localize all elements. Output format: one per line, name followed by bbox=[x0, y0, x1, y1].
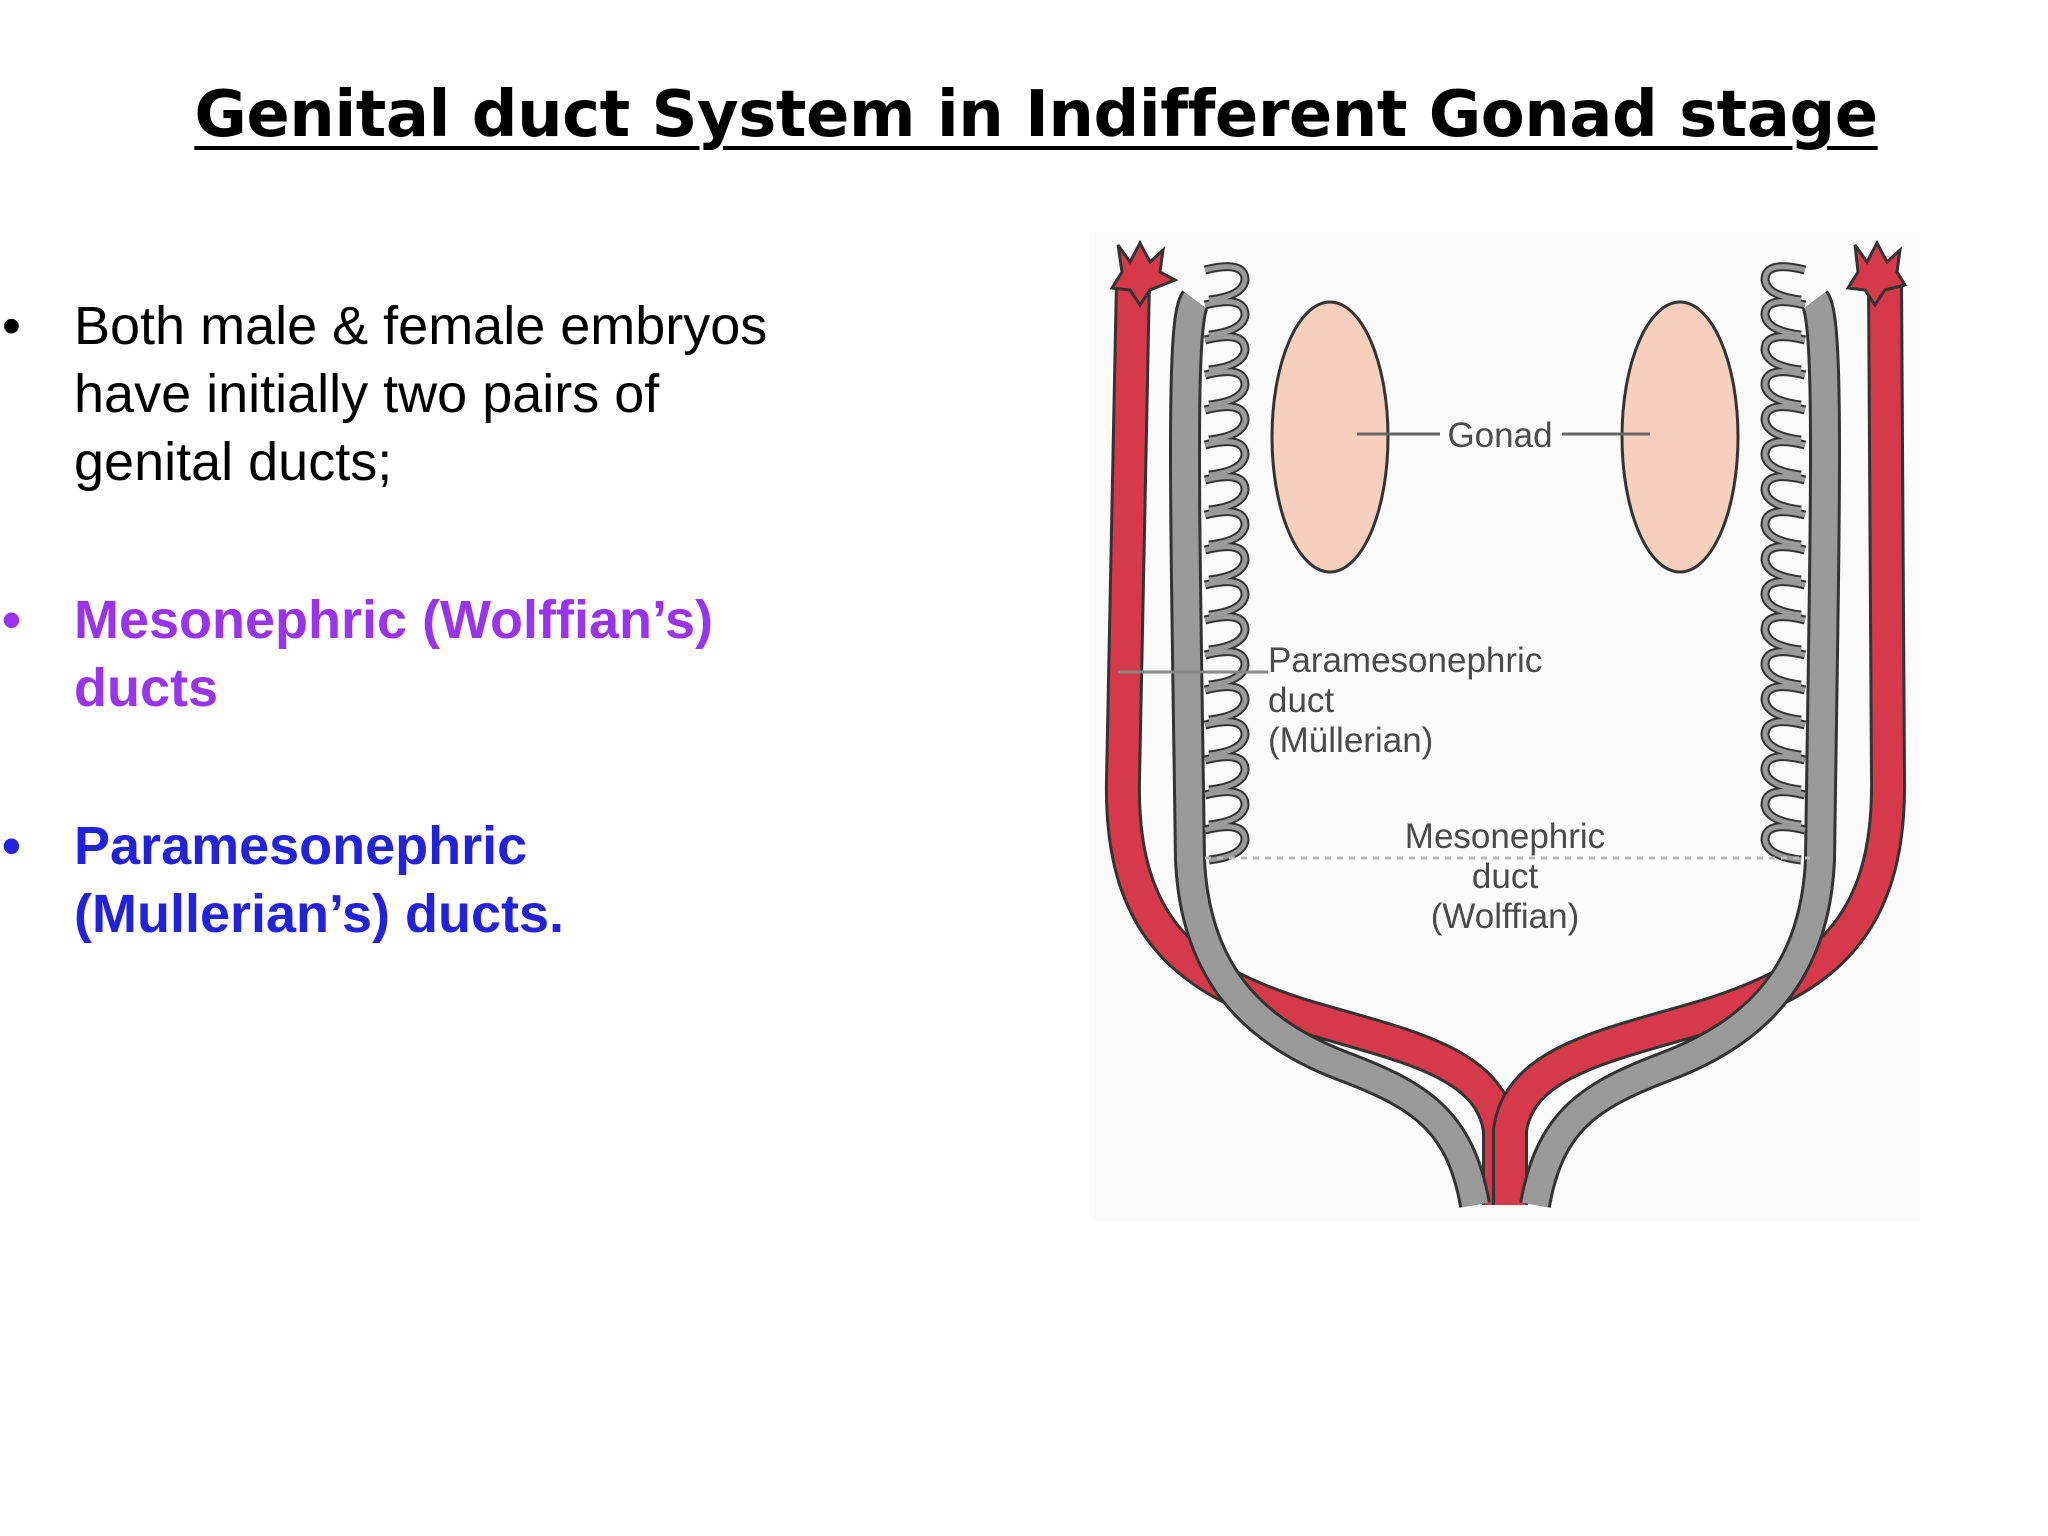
left-red-fimbria bbox=[1109, 239, 1179, 308]
right-red-duct-fill bbox=[1495, 279, 1904, 1205]
left-tubules-fill bbox=[1204, 264, 1248, 863]
paramesonephric-label-line3: (Müllerian) bbox=[1268, 721, 1433, 760]
left-red-duct-fill bbox=[1107, 279, 1515, 1205]
left-gray-duct-fill bbox=[1172, 292, 1488, 1208]
bullet-line: ducts bbox=[74, 658, 219, 718]
right-tubules-fill bbox=[1762, 264, 1806, 863]
bullet-marker: • bbox=[2, 296, 21, 356]
bullet-item: • Paramesonephric (Mullerian’s) ducts. bbox=[0, 812, 880, 948]
bullet-item: • Mesonephric (Wolffian’s) ducts bbox=[0, 586, 880, 722]
bullet-item: • Both male & female embryos have initia… bbox=[0, 292, 880, 496]
bullet-marker: • bbox=[2, 816, 21, 876]
bullet-line: Mesonephric (Wolffian’s) bbox=[74, 590, 714, 650]
bullet-marker: • bbox=[2, 590, 21, 650]
right-red-fimbria bbox=[1845, 239, 1908, 308]
bullet-line: (Mullerian’s) ducts. bbox=[74, 884, 565, 944]
left-gonad bbox=[1270, 300, 1390, 574]
paramesonephric-label-line2: duct bbox=[1268, 681, 1334, 720]
paramesonephric-label-line1: Paramesonephric bbox=[1268, 641, 1542, 680]
duct-diagram-svg: Gonad Paramesonephric duct (Müllerian) M… bbox=[1090, 232, 1920, 1222]
right-gray-duct-fill bbox=[1522, 292, 1838, 1208]
bullet-line: Paramesonephric bbox=[74, 816, 528, 876]
mesonephric-label-line1: Mesonephric bbox=[1405, 817, 1605, 856]
mesonephric-label-line2: duct bbox=[1472, 857, 1538, 896]
gonad-label: Gonad bbox=[1447, 416, 1552, 455]
bullet-line: Both male & female embryos bbox=[74, 296, 768, 356]
bullet-list: • Both male & female embryos have initia… bbox=[0, 292, 880, 948]
bullet-line: have initially two pairs of bbox=[74, 364, 660, 424]
bullet-line: genital ducts; bbox=[74, 432, 393, 492]
mesonephric-label-line3: (Wolffian) bbox=[1431, 897, 1579, 936]
slide-title: Genital duct System in Indifferent Gonad… bbox=[194, 78, 1878, 152]
right-gonad bbox=[1620, 300, 1740, 574]
duct-diagram: Gonad Paramesonephric duct (Müllerian) M… bbox=[1090, 232, 1920, 1222]
